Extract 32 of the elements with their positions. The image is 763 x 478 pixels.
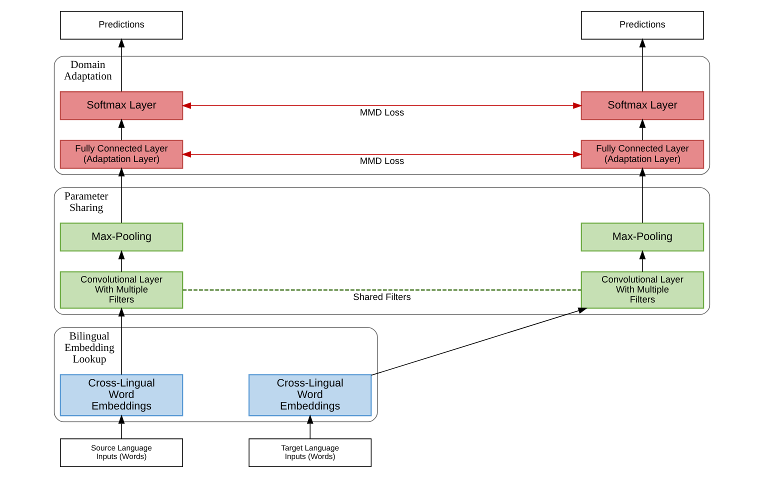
edge-label: MMD Loss bbox=[359, 107, 404, 118]
node-box: Max-Pooling bbox=[580, 222, 704, 252]
node-box: Cross-Lingual Word Embeddings bbox=[248, 374, 372, 416]
arrow bbox=[370, 308, 588, 376]
arrow bbox=[638, 38, 646, 92]
arrow bbox=[638, 167, 646, 224]
arrow bbox=[306, 414, 313, 440]
node-box: Convolutional Layer With Multiple Filters bbox=[59, 271, 183, 309]
connector bbox=[182, 289, 581, 291]
edge-label: MMD Loss bbox=[359, 156, 404, 166]
node-box: Softmax Layer bbox=[59, 91, 183, 120]
arrow bbox=[118, 250, 124, 272]
node-box: Convolutional Layer With Multiple Filters bbox=[580, 271, 704, 309]
arrow bbox=[638, 250, 646, 272]
node-box: Max-Pooling bbox=[59, 222, 183, 252]
node-box: Predictions bbox=[60, 10, 182, 40]
arrow bbox=[118, 307, 124, 376]
edge-label: Shared Filters bbox=[352, 292, 410, 302]
node-box: Target Language Inputs (Words) bbox=[248, 438, 372, 468]
node-box: Fully Connected Layer (Adaptation Layer) bbox=[580, 140, 704, 169]
arrow bbox=[118, 118, 124, 141]
node-box: Source Language Inputs (Words) bbox=[60, 438, 182, 468]
node-box: Predictions bbox=[580, 10, 704, 40]
node-box: Fully Connected Layer (Adaptation Layer) bbox=[59, 140, 183, 169]
arrow bbox=[181, 151, 582, 158]
arrow bbox=[118, 414, 124, 440]
node-box: Softmax Layer bbox=[580, 91, 704, 120]
node-box: Cross-Lingual Word Embeddings bbox=[59, 374, 183, 416]
arrow bbox=[118, 38, 124, 92]
arrow bbox=[118, 167, 124, 224]
arrow bbox=[638, 118, 646, 141]
arrow bbox=[181, 102, 582, 109]
